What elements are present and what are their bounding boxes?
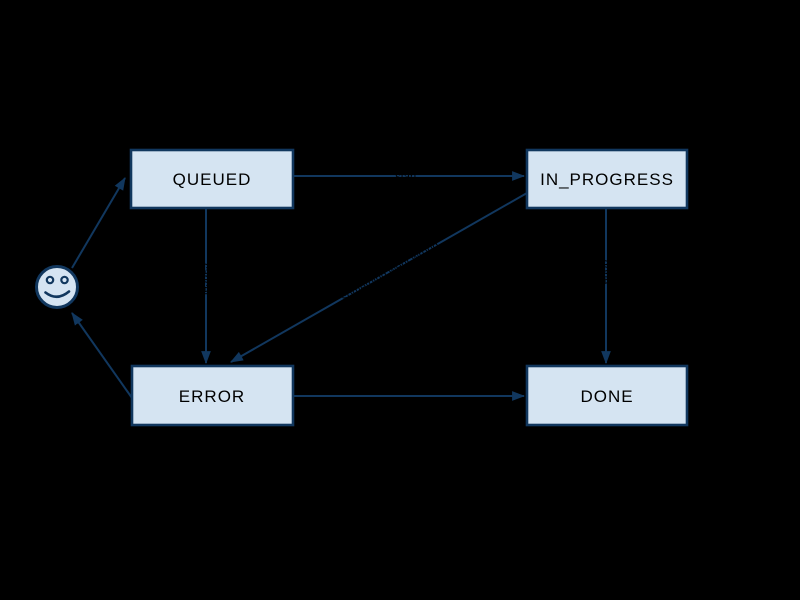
- node-queued: QUEUED: [129, 148, 295, 210]
- edge-label-cancel: cancel: [199, 263, 211, 295]
- edge-user-to-queued: [71, 177, 126, 269]
- smiley-mouth: [44, 290, 71, 299]
- smiley-head: [35, 265, 79, 309]
- node-in-progress-label: IN_PROGRESS: [540, 170, 674, 189]
- node-done-box: [525, 364, 689, 427]
- smiley-left-eye: [45, 275, 55, 285]
- node-done: DONE: [525, 364, 689, 427]
- smiley-right-eye: [60, 275, 69, 285]
- user-smiley-icon: [35, 265, 79, 309]
- edge-label-start: start: [395, 171, 416, 183]
- node-error: ERROR: [130, 364, 295, 427]
- node-done-label: DONE: [580, 387, 633, 406]
- edge-label-something-went-wrong: something went wrong: [340, 239, 442, 304]
- node-in-progress-box: [525, 148, 689, 210]
- node-queued-label: QUEUED: [173, 170, 252, 189]
- node-error-label: ERROR: [179, 387, 245, 406]
- edges-layer: [71, 171, 611, 401]
- node-in-progress: IN_PROGRESS: [525, 148, 689, 210]
- node-queued-box: [129, 148, 295, 210]
- edge-in-progress-to-error: [230, 192, 528, 363]
- edge-label-done: done: [599, 260, 611, 284]
- edge-error-to-user: [71, 312, 133, 399]
- node-error-box: [130, 364, 295, 427]
